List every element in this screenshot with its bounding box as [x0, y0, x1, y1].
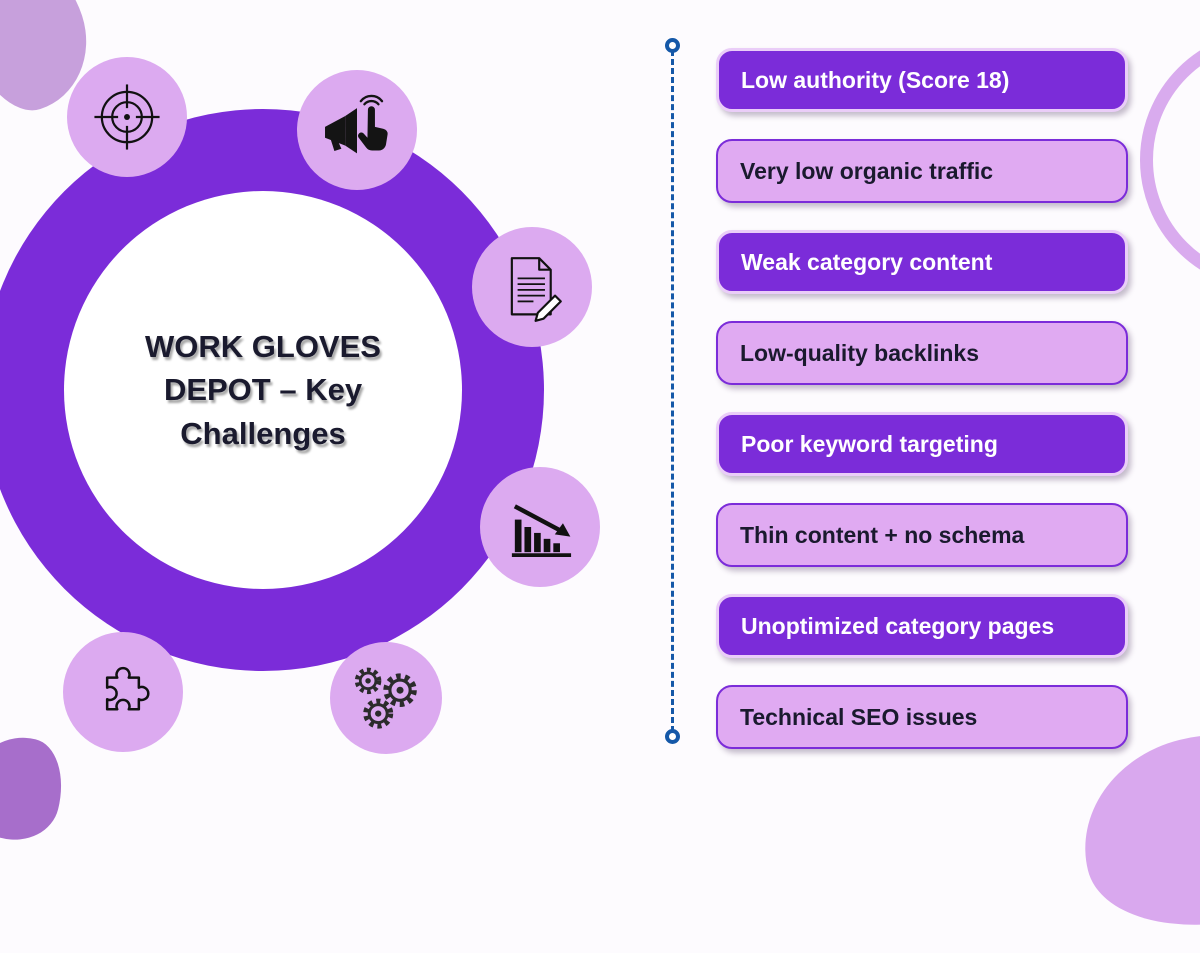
challenges-list: Low authority (Score 18) Very low organi… — [716, 48, 1128, 749]
challenge-badge: Technical SEO issues — [716, 685, 1128, 749]
challenge-label: Low-quality backlinks — [740, 339, 979, 366]
target-icon — [94, 84, 160, 150]
declining-chart-icon — [511, 504, 572, 557]
timeline-line — [671, 50, 674, 732]
challenge-label: Low authority (Score 18) — [741, 66, 1010, 93]
page-title: WORK GLOVES DEPOT – Key Challenges — [145, 328, 381, 451]
challenge-badge: Low-quality backlinks — [716, 321, 1128, 385]
challenge-label: Technical SEO issues — [740, 703, 978, 730]
challenge-badge: Low authority (Score 18) — [716, 48, 1128, 112]
ring-center: WORK GLOVES DEPOT – Key Challenges — [64, 191, 462, 589]
megaphone-click-icon-circle — [297, 70, 417, 190]
challenge-badge: Unoptimized category pages — [716, 594, 1128, 658]
challenge-label: Weak category content — [741, 248, 993, 275]
challenge-badge: Thin content + no schema — [716, 503, 1128, 567]
challenge-badge: Poor keyword targeting — [716, 412, 1128, 476]
challenge-badge: Weak category content — [716, 230, 1128, 294]
target-icon-circle — [67, 57, 187, 177]
challenge-label: Unoptimized category pages — [741, 612, 1055, 639]
gears-icon — [354, 667, 417, 729]
timeline-dot-bottom — [665, 729, 680, 744]
megaphone-click-icon — [325, 94, 388, 154]
declining-chart-icon-circle — [480, 467, 600, 587]
challenge-label: Poor keyword targeting — [741, 430, 998, 457]
challenge-badge: Very low organic traffic — [716, 139, 1128, 203]
document-edit-icon-circle — [472, 227, 592, 347]
puzzle-icon — [105, 666, 150, 711]
gears-icon-circle — [330, 642, 442, 754]
timeline-dot-top — [665, 38, 680, 53]
challenge-label: Very low organic traffic — [740, 157, 994, 184]
decorative-blob-bottom-left — [0, 726, 74, 850]
document-edit-icon — [510, 257, 562, 322]
decorative-arc-top-right — [1140, 30, 1200, 290]
puzzle-icon-circle — [63, 632, 183, 752]
challenge-label: Thin content + no schema — [740, 521, 1025, 548]
